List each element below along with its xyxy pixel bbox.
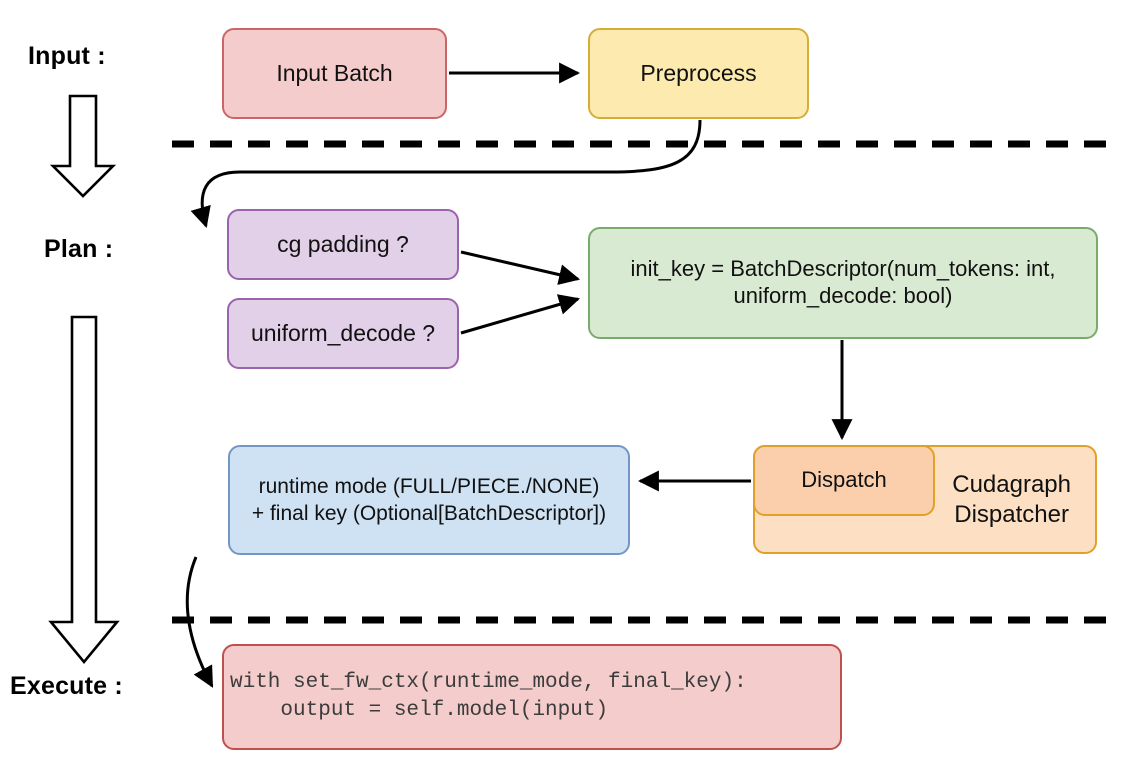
node-preprocess[interactable]: Preprocess: [588, 28, 809, 119]
node-execute-code[interactable]: with set_fw_ctx(runtime_mode, final_key)…: [222, 644, 842, 750]
node-cg-padding[interactable]: cg padding ?: [227, 209, 459, 280]
stage-label-execute: Execute :: [10, 672, 123, 700]
node-execute-code-text: with set_fw_ctx(runtime_mode, final_key)…: [230, 669, 747, 726]
runtime-mode-to-execute-code: [185, 556, 214, 688]
node-dispatch-label: Dispatch: [801, 467, 887, 493]
node-cudagraph-dispatcher-line2: Dispatcher: [954, 500, 1069, 528]
node-uniform-decode-label: uniform_decode ?: [250, 320, 436, 347]
node-execute-code-line1: with set_fw_ctx(runtime_mode, final_key)…: [230, 670, 747, 694]
node-runtime-mode-text: runtime mode (FULL/PIECE./NONE) + final …: [252, 473, 606, 528]
node-input-batch[interactable]: Input Batch: [222, 28, 447, 119]
node-runtime-mode-line2: + final key (Optional[BatchDescriptor]): [251, 502, 607, 525]
node-execute-code-line2: output = self.model(input): [230, 699, 609, 722]
node-runtime-mode-line1: runtime mode (FULL/PIECE./NONE): [258, 474, 600, 498]
node-init-key-text: init_key = BatchDescriptor(num_tokens: i…: [631, 256, 1056, 310]
node-init-key[interactable]: init_key = BatchDescriptor(num_tokens: i…: [588, 227, 1098, 339]
node-init-key-line2: uniform_decode: bool): [733, 283, 953, 308]
node-uniform-decode[interactable]: uniform_decode ?: [227, 298, 459, 369]
node-preprocess-label: Preprocess: [640, 60, 757, 87]
stage-label-input: Input :: [28, 42, 106, 70]
node-dispatch[interactable]: Dispatch: [753, 445, 935, 516]
node-cudagraph-dispatcher-text: Cudagraph Dispatcher: [952, 470, 1071, 530]
uniform-decode-to-init-key: [460, 294, 581, 335]
node-init-key-line1: init_key = BatchDescriptor(num_tokens: i…: [630, 256, 1056, 282]
node-cudagraph-dispatcher-line1: Cudagraph: [952, 470, 1071, 498]
node-input-batch-label: Input Batch: [276, 60, 393, 87]
stage-arrow-input-to-plan: [49, 94, 117, 198]
node-runtime-mode[interactable]: runtime mode (FULL/PIECE./NONE) + final …: [228, 445, 630, 555]
node-cg-padding-label: cg padding ?: [277, 231, 409, 258]
cg-padding-to-init-key: [460, 250, 581, 285]
stage-label-plan: Plan :: [44, 235, 114, 263]
stage-arrow-plan-to-execute: [48, 315, 120, 665]
